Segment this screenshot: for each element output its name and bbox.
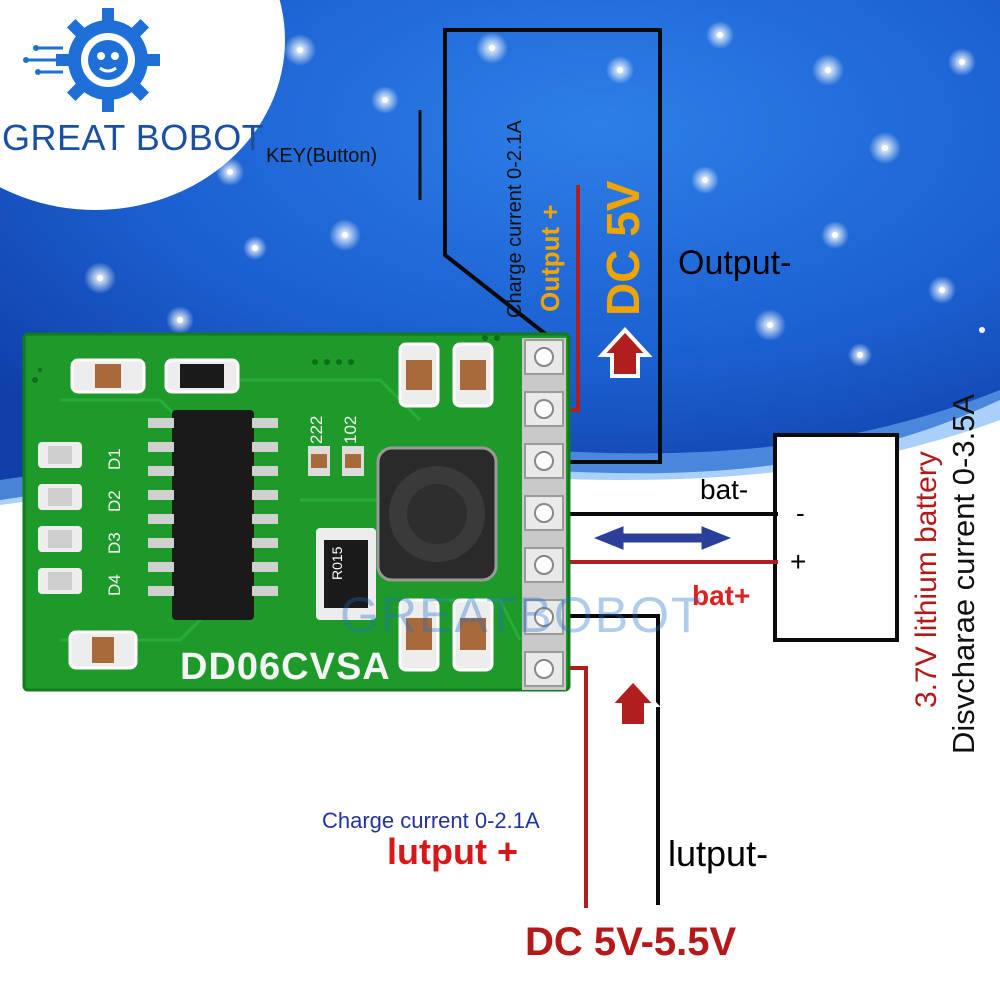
bat-plus-label: bat+ bbox=[692, 580, 751, 611]
brand-name: GREAT BOBOT bbox=[2, 117, 265, 158]
dc-input-label: DC 5V-5.5V bbox=[525, 920, 737, 964]
power-inductor bbox=[376, 446, 498, 582]
up-arrow-icon bbox=[605, 677, 661, 728]
lithium-battery-label: 3.7V lithium battery bbox=[910, 451, 943, 708]
smd-components bbox=[68, 342, 494, 672]
watermark: GREATBOBOT bbox=[340, 587, 704, 643]
led-d3-label: D3 bbox=[105, 532, 124, 554]
double-arrow-icon bbox=[585, 521, 740, 555]
output-plus-label: Output + bbox=[535, 204, 565, 312]
star-glows bbox=[84, 21, 976, 367]
discharge-current-label: Disvcharae current 0-3.5A bbox=[946, 393, 981, 754]
board-model: DD06CVSA bbox=[180, 646, 391, 688]
output-minus-label: Output- bbox=[678, 244, 792, 282]
input-minus-wire bbox=[538, 614, 660, 905]
input-minus-label: lutput- bbox=[668, 833, 769, 874]
silk-222: 222 bbox=[307, 415, 326, 444]
inductor-mark: R015 bbox=[329, 546, 345, 580]
led-d2-label: D2 bbox=[105, 490, 124, 512]
pcb-board bbox=[22, 332, 571, 692]
battery-box bbox=[773, 433, 899, 642]
ic-chip bbox=[172, 410, 254, 620]
bat-minus-label: bat- bbox=[700, 474, 749, 505]
input-plus-label: lutput + bbox=[387, 831, 518, 872]
input-plus-wire bbox=[540, 666, 588, 908]
gear-logo-icon bbox=[23, 8, 160, 112]
charge-current-top-label: Charge current 0-2.1A bbox=[504, 120, 526, 318]
battery-minus-sign: - bbox=[796, 498, 805, 528]
charge-current-bottom-label: Charge current 0-2.1A bbox=[322, 808, 540, 833]
led-d1-label: D1 bbox=[105, 448, 124, 470]
silk-102: 102 bbox=[341, 415, 360, 444]
led-array bbox=[38, 442, 82, 594]
output-minus-wire bbox=[443, 28, 662, 464]
up-arrow-icon bbox=[597, 327, 653, 378]
key-button-label: KEY(Button) bbox=[266, 145, 378, 167]
battery-plus-sign: + bbox=[790, 546, 807, 577]
dc-5v-label: DC 5V bbox=[597, 180, 649, 316]
led-d4-label: D4 bbox=[105, 574, 124, 596]
